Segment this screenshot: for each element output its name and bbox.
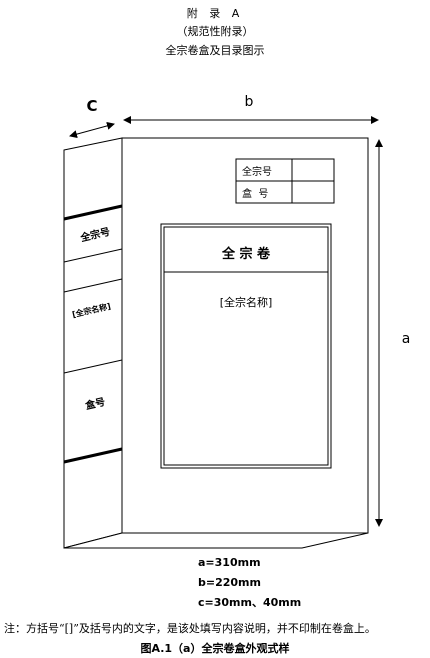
spine-line — [63, 359, 123, 374]
appendix-title: 附 录 A — [186, 7, 244, 20]
table-label-fonds-number: 全宗号 — [242, 165, 272, 178]
dimension-b-label: b — [245, 94, 254, 110]
dimension-specs: a=310mm b=220mm c=30mm、40mm — [198, 553, 301, 613]
note-text: 注：方括号“[]”及括号内的文字，是该处填写内容说明，并不印制在卷盒上。 — [4, 622, 376, 635]
box-spine — [63, 137, 123, 549]
appendix-caption: 全宗卷盒及目录图示 — [165, 44, 265, 57]
spec-b: b=220mm — [198, 576, 261, 589]
front-label-frame — [160, 223, 332, 469]
spine-band-bottom — [63, 447, 123, 464]
figure-caption: 图A.1（a）全宗卷盒外观式样 — [140, 642, 290, 655]
spine-line — [63, 248, 123, 263]
front-label-inner — [163, 226, 329, 466]
table-label-box-number: 盒 号 — [242, 187, 268, 200]
appendix-normative-label: （规范性附录） — [176, 25, 254, 38]
dimension-a-label: a — [402, 331, 411, 347]
spec-a: a=310mm — [198, 556, 261, 569]
spine-band-top — [63, 204, 123, 221]
box-bottom — [63, 532, 369, 549]
spec-c: c=30mm、40mm — [198, 596, 302, 609]
dimension-c-label: C — [86, 97, 97, 115]
spine-line — [63, 278, 123, 293]
front-label-title: 全 宗 卷 — [221, 246, 271, 262]
dimension-c-arrow — [69, 121, 115, 139]
front-label-fonds-name: [全宗名称] — [220, 295, 273, 309]
